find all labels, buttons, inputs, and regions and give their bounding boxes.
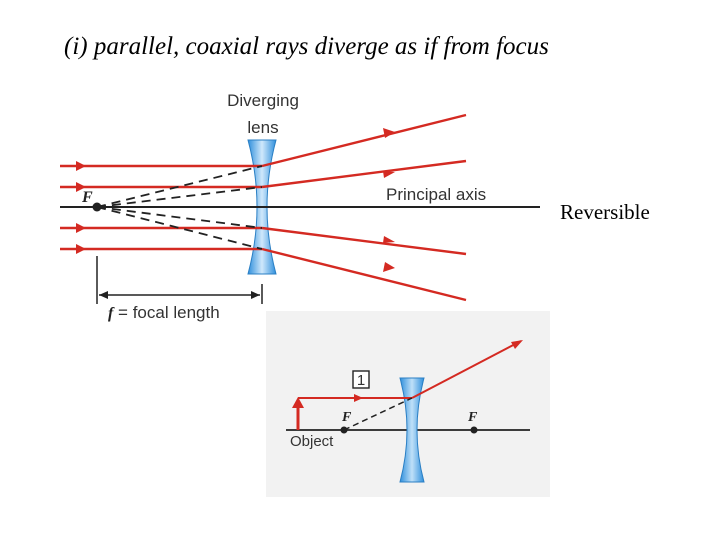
principal-axis-label: Principal axis	[386, 185, 486, 204]
inset-diverging-lens	[399, 377, 425, 483]
focal-length-symbol: f	[108, 305, 115, 322]
lens-label-line1: Diverging	[227, 91, 299, 110]
inset-refracted-arrowhead	[511, 340, 523, 349]
side-note-reversible: Reversible	[560, 200, 650, 224]
object-arrow-head	[292, 397, 304, 408]
focal-point-dot	[92, 202, 102, 212]
inset-left-focal-label: F	[341, 410, 352, 425]
main-diagram: F Diverging lens Principal axis f = foca…	[60, 91, 540, 322]
ray-number-box	[352, 370, 370, 389]
incoming-rays	[60, 164, 262, 251]
focal-length-marker	[96, 256, 263, 304]
incoming-arrowheads	[76, 161, 86, 254]
slide-title: (i) parallel, coaxial rays diverge as if…	[64, 33, 549, 60]
inset-virtual-extension	[343, 397, 413, 431]
virtual-ray-extensions	[96, 165, 263, 250]
inset-right-focal-dot	[470, 426, 478, 434]
inset-refracted-ray	[411, 340, 522, 399]
focal-length-arrowheads	[99, 291, 260, 299]
ray-number-label: 1	[357, 372, 365, 389]
focal-length-text: = focal length	[113, 303, 219, 322]
focal-length-label: f = focal length	[108, 303, 220, 322]
refracted-rays	[261, 113, 467, 302]
inset-right-focal-label: F	[467, 410, 478, 425]
focal-point-label: F	[81, 189, 93, 206]
inset-diagram: 1 F F Object	[266, 311, 550, 497]
refracted-arrowheads	[383, 128, 395, 272]
lens-label-line2: lens	[247, 118, 278, 137]
inset-incoming-arrowhead	[354, 394, 363, 402]
inset-left-focal-dot	[340, 426, 348, 434]
object-label: Object	[290, 433, 334, 450]
